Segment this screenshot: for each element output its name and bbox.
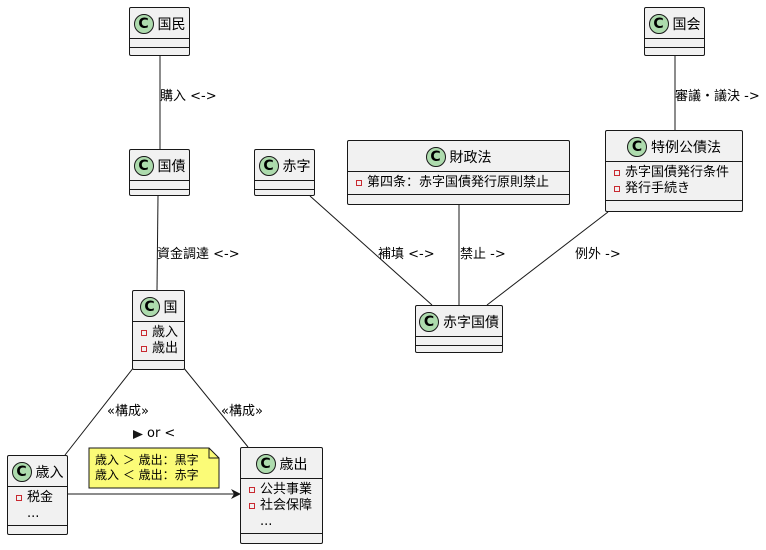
relation-label-comparison: or < — [147, 426, 176, 441]
divider — [348, 171, 569, 172]
class-c-icon: C — [258, 156, 279, 176]
class-c-icon: C — [419, 312, 439, 332]
divider — [130, 47, 189, 48]
divider — [606, 200, 742, 201]
divider — [416, 336, 502, 337]
attribute: 社会保障 — [249, 498, 316, 514]
relation-label-exception: 例外 -> — [575, 247, 621, 262]
class-name: 国債 — [157, 159, 186, 175]
class-name: 赤字 — [282, 159, 311, 175]
class-akaji[interactable]: C 赤字 — [254, 149, 315, 196]
line-akaji-akajikokusai — [309, 195, 433, 306]
private-visibility-icon — [356, 180, 362, 186]
class-c-icon: C — [425, 147, 446, 167]
attribute: 発行手続き — [614, 181, 736, 197]
private-visibility-icon — [249, 503, 255, 509]
divider — [645, 38, 704, 39]
relation-label-prohibition: 禁止 -> — [460, 247, 506, 262]
private-visibility-icon — [614, 186, 620, 192]
class-name: 国会 — [672, 17, 701, 33]
attribute: 公共事業 — [249, 482, 316, 498]
class-c-icon: C — [627, 137, 647, 157]
divider — [241, 533, 322, 534]
private-visibility-icon — [249, 487, 255, 493]
divider — [255, 180, 314, 181]
attribute-ellipsis: ... — [260, 514, 273, 529]
class-c-icon: C — [11, 462, 32, 482]
divider — [130, 180, 189, 181]
class-kuni[interactable]: C 国 歳入 歳出 — [132, 290, 185, 370]
line-kokusai-kuni — [156, 195, 159, 291]
private-visibility-icon — [141, 330, 147, 336]
relation-label-funding: 資金調達 <-> — [157, 247, 240, 262]
note-shape — [88, 447, 220, 489]
divider — [130, 38, 189, 39]
attribute: 赤字国債発行条件 — [614, 165, 736, 181]
class-saishutsu[interactable]: C 歳出 公共事業 社会保障 ... — [240, 447, 323, 544]
class-name: 国民 — [157, 17, 186, 33]
attribute: 歳入 — [141, 325, 178, 341]
attribute-list: 歳入 歳出 — [133, 322, 184, 360]
relation-label-purchase: 購入 <-> — [160, 89, 217, 104]
class-name: 歳入 — [35, 465, 64, 481]
divider — [606, 161, 742, 162]
note-text: 歳入 ＞ 歳出：黒字 歳入 ＜ 歳出：赤字 — [95, 453, 199, 483]
class-c-icon: C — [133, 156, 154, 176]
line-tokurei-akajikokusai — [486, 211, 609, 306]
class-tokurei[interactable]: C 特例公債法 赤字国債発行条件 発行手続き — [605, 130, 743, 212]
class-zaiseihou[interactable]: C 財政法 第四条：赤字国債発行原則禁止 — [347, 140, 570, 205]
attribute-list: 税金 ... — [8, 487, 67, 525]
class-akaji-kokusai[interactable]: C 赤字国債 — [415, 305, 503, 353]
divider — [130, 189, 189, 190]
line-kuni-sainyu — [64, 366, 135, 456]
divider — [645, 47, 704, 48]
divider — [133, 360, 184, 361]
class-c-icon: C — [133, 14, 154, 34]
attribute-list: 公共事業 社会保障 ... — [241, 479, 322, 533]
attribute: 歳出 — [141, 341, 178, 357]
divider — [348, 194, 569, 195]
comparison-arrow-icon — [133, 430, 143, 439]
class-kokkai[interactable]: C 国会 — [644, 7, 705, 56]
attribute-list: 赤字国債発行条件 発行手続き — [606, 162, 742, 200]
divider — [8, 486, 67, 487]
attribute: 第四条：赤字国債発行原則禁止 — [356, 175, 563, 191]
relation-label-composition-left: «構成» — [107, 404, 149, 419]
class-name: 歳出 — [279, 457, 308, 473]
divider — [241, 478, 322, 479]
relation-label-deliberation: 審議・議決 -> — [675, 89, 760, 104]
attribute-ellipsis: ... — [27, 506, 40, 521]
divider — [255, 189, 314, 190]
note-line: 歳入 ＜ 歳出：赤字 — [95, 468, 199, 482]
private-visibility-icon — [141, 346, 147, 352]
line-kuni-saishutsu — [182, 366, 249, 448]
note: 歳入 ＞ 歳出：黒字 歳入 ＜ 歳出：赤字 — [89, 448, 219, 488]
note-line: 歳入 ＞ 歳出：黒字 — [95, 453, 199, 467]
class-c-icon: C — [648, 14, 669, 34]
private-visibility-icon — [16, 495, 22, 501]
class-name: 財政法 — [449, 150, 492, 166]
class-name: 特例公債法 — [651, 140, 721, 156]
attribute: 税金 — [16, 490, 61, 506]
class-name: 赤字国債 — [443, 315, 499, 331]
attribute-list: 第四条：赤字国債発行原則禁止 — [348, 172, 569, 194]
relation-label-composition-right: «構成» — [221, 404, 263, 419]
class-kokusai[interactable]: C 国債 — [129, 149, 190, 196]
class-c-icon: C — [255, 454, 276, 474]
relation-label-compensation: 補填 <-> — [378, 247, 435, 262]
divider — [133, 321, 184, 322]
private-visibility-icon — [614, 170, 620, 176]
divider — [416, 345, 502, 346]
class-kokumin[interactable]: C 国民 — [129, 7, 190, 56]
class-name: 国 — [163, 300, 178, 316]
divider — [8, 525, 67, 526]
note-fold — [208, 448, 219, 459]
class-c-icon: C — [139, 297, 160, 317]
class-sainyu[interactable]: C 歳入 税金 ... — [7, 455, 68, 535]
